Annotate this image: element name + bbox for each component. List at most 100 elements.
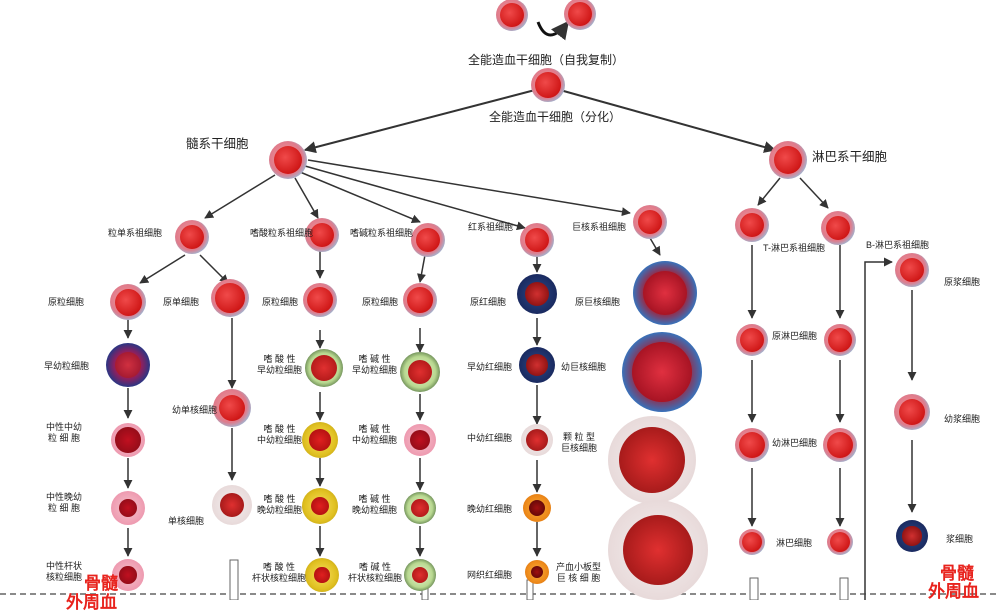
label-monoblast: 原单细胞 [163, 297, 200, 307]
cell-nucleus [115, 427, 141, 453]
label-promegakaryocyte: 幼巨核细胞 [561, 362, 607, 372]
plasmacyte-cell [896, 520, 928, 552]
cell-nucleus [826, 431, 854, 459]
cell-nucleus [829, 531, 851, 553]
cell-nucleus [825, 215, 851, 241]
neutro-band-cell [112, 559, 144, 591]
label-granular-megakaryocyte: 颗 粒 型 巨核细胞 [561, 432, 598, 453]
label-myeloblast: 原粒细胞 [48, 297, 85, 307]
intermediate-normoblast-cell [521, 424, 553, 456]
cell-nucleus [899, 257, 925, 283]
progenitor-basophil-label: 嗜碱粒系祖细胞 [350, 228, 414, 238]
cell-nucleus [412, 567, 428, 583]
cell-nucleus [741, 531, 763, 553]
baso-metamyelocyte-cell [404, 492, 436, 524]
stem-cell-diff [531, 68, 565, 102]
cell-nucleus [309, 429, 331, 451]
progenitor-eosinophil-label: 嗜酸粒系祖细胞 [250, 228, 314, 238]
stem-cell-self-2 [564, 0, 596, 30]
megakaryoblast-cell [633, 261, 697, 325]
pronormoblast-cell [517, 274, 557, 314]
baso-myelocyte-cell [404, 424, 436, 456]
t2-prolymphocyte-cell [823, 428, 857, 462]
cell-nucleus [314, 567, 330, 583]
label-proplasmacyte: 幼浆细胞 [944, 414, 981, 424]
cell-nucleus [306, 286, 334, 314]
cell-nucleus [619, 427, 685, 493]
cell-nucleus [739, 327, 765, 353]
monoblast-cell [211, 279, 249, 317]
label-late-normoblast: 晚幼红细胞 [467, 504, 513, 514]
cell-nucleus [309, 222, 335, 248]
cell-nucleus [215, 283, 245, 313]
region-tag-marrow-left: 骨髓 [84, 574, 118, 593]
platelet-megakaryocyte-cell [608, 500, 708, 600]
label-neutro-band: 中性杆状 核粒细胞 [46, 561, 83, 582]
t-lymphocyte-cell [739, 529, 765, 555]
cell-nucleus [623, 515, 693, 585]
neutro-promyelocyte-cell [106, 343, 150, 387]
progenitor-eosinophil-cell [305, 218, 339, 252]
eo-promyelocyte-cell [305, 349, 343, 387]
label-baso-promyelocyte: 嗜 碱 性 早幼粒细胞 [352, 354, 398, 375]
cell-nucleus [524, 227, 550, 253]
label-pronormoblast: 原红细胞 [470, 297, 507, 307]
lymphoid-label: 淋巴系干细胞 [812, 150, 888, 164]
label-reticulocyte: 网织红细胞 [467, 570, 513, 580]
label-platelet-megakaryocyte: 产血小板型 巨 核 细 胞 [556, 562, 602, 583]
stem-cell-self-1 [496, 0, 528, 31]
cell-nucleus [902, 526, 922, 546]
arrow-to-myeloid [303, 89, 536, 154]
lymphoid-stem-cell [769, 141, 807, 179]
eo-metamyelocyte-cell [302, 488, 338, 524]
progenitor-granulo-mono-cell [175, 220, 209, 254]
cell-nucleus [220, 493, 244, 517]
eo-myeloblast-cell [303, 283, 337, 317]
cell-nucleus [273, 145, 303, 175]
label-megakaryoblast: 原巨核细胞 [575, 297, 621, 307]
label-prolymphocyte: 幼淋巴细胞 [772, 438, 818, 448]
label-baso-myelocyte: 嗜 碱 性 中幼粒细胞 [352, 424, 398, 445]
self-copy-label: 全能造血干细胞（自我复制） [468, 53, 625, 67]
region-tag-blood-right: 外周血 [928, 582, 979, 601]
progenitor-t-cell [735, 208, 769, 242]
monocyte-cell [212, 485, 252, 525]
label-baso-band: 嗜 碱 性 杆状核粒细胞 [348, 562, 403, 583]
progenitor-megakaryocyte-cell [633, 205, 667, 239]
cell-nucleus [827, 327, 853, 353]
baso-promyelocyte-cell [400, 352, 440, 392]
early-normoblast-cell [519, 347, 555, 383]
cell-nucleus [114, 351, 142, 379]
label-lymphocyte: 淋巴细胞 [776, 538, 813, 548]
progenitor-megakaryocyte-label: 巨核系祖细胞 [572, 222, 627, 232]
cell-nucleus [531, 566, 543, 578]
cell-nucleus [411, 499, 429, 517]
myeloid-label: 髓系干细胞 [186, 137, 249, 151]
label-eo-metamyelocyte: 嗜 酸 性 晚幼粒细胞 [257, 494, 303, 515]
label-eo-myelocyte: 嗜 酸 性 中幼粒细胞 [257, 424, 303, 445]
cell-nucleus [407, 287, 433, 313]
label-eo-band: 嗜 酸 性 杆状核粒细胞 [252, 562, 307, 583]
t2-lymphoblast-cell [824, 324, 856, 356]
progenitor-b-label: B-淋巴系祖细胞 [866, 240, 930, 250]
baso-band-cell [404, 559, 436, 591]
cell-nucleus [409, 429, 431, 451]
progenitor-t-label: T-淋巴系祖细胞 [763, 243, 825, 253]
arrow-to-lymphoid [559, 89, 777, 153]
cell-nucleus [642, 270, 688, 316]
neutro-myelocyte-cell [111, 423, 145, 457]
label-eo-promyelocyte: 嗜 酸 性 早幼粒细胞 [257, 354, 303, 375]
label-promyelocyte: 早幼粒细胞 [44, 361, 90, 371]
self-renewal-arrow [536, 20, 570, 41]
cell-nucleus [311, 497, 329, 515]
cell-nucleus [899, 399, 925, 425]
t-prolymphocyte-cell [735, 428, 769, 462]
eo-myelocyte-cell [302, 422, 338, 458]
granular-megakaryocyte-cell [608, 416, 696, 504]
cell-nucleus [119, 566, 137, 584]
label-plasmablast: 原浆细胞 [944, 277, 981, 287]
label-lymphoblast: 原淋巴细胞 [772, 331, 818, 341]
myeloid-stem-cell [269, 141, 307, 179]
cell-nucleus [739, 212, 765, 238]
